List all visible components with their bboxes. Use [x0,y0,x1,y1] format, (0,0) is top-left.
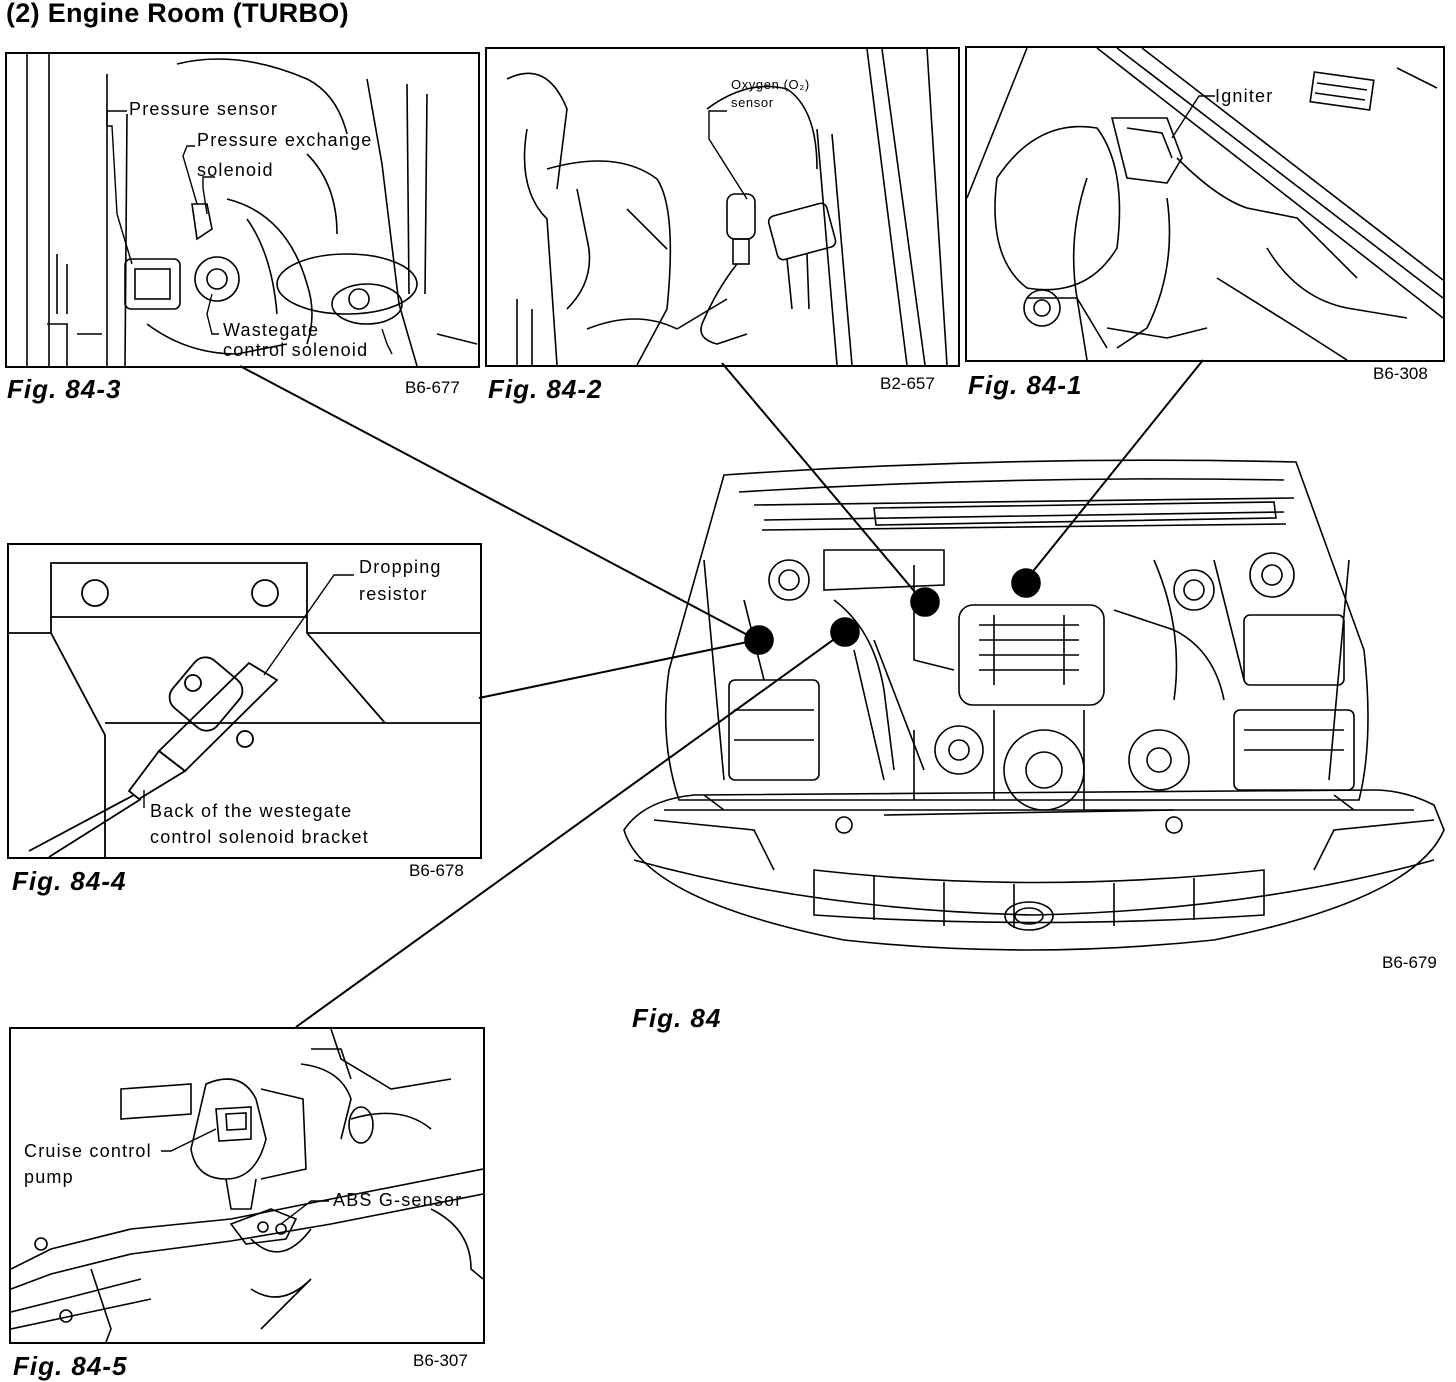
oxygen-sensor-label-line2: sensor [731,95,774,110]
abs-g-sensor-label: ABS G-sensor [333,1190,463,1210]
dropping-resistor-label-line1: Dropping [359,557,442,577]
front-body [623,789,1445,951]
page-title: (2) Engine Room (TURBO) [6,0,349,28]
location-dot-fig-84-4 [830,617,860,647]
dropping-resistor-label-line2: resistor [359,584,428,604]
oxygen-sensor-label-line1: Oxygen (O₂) [731,77,810,92]
cruise-pump-label-line2: pump [24,1167,74,1187]
fig-84-4-code: B6-678 [409,861,464,880]
fig-84-3-code: B6-677 [405,378,460,397]
fig-84-2-caption: Fig. 84-2 [488,374,603,404]
pressure-exchange-label-line2: solenoid [197,160,274,180]
fig-84-2-panel: Oxygen (O₂) sensor [485,47,960,367]
leader-fig-84-1 [1025,359,1204,581]
pressure-sensor-label: Pressure sensor [129,99,279,119]
fig-84-1-caption: Fig. 84-1 [968,370,1083,400]
fig-84-4-panel: Dropping resistor Back of the westegate … [7,543,482,859]
fig-84-3-caption: Fig. 84-3 [7,374,122,404]
back-bracket-label-line1: Back of the westegate [150,801,353,821]
fig-84-3-illustration [26,54,478,366]
fig-84-4-caption: Fig. 84-4 [12,866,127,896]
location-dot-fig-84-3 [744,625,774,655]
fig-84-2-illustration [506,49,948,365]
fig-84-2-code: B2-657 [880,374,935,393]
cruise-pump-label-line1: Cruise control [24,1141,152,1161]
leader-fig-84-5 [295,634,841,1028]
grille [813,869,1265,924]
fig-84-code: B6-679 [1382,953,1437,972]
fig-84-5-panel: Cruise control pump ABS G-sensor [9,1027,485,1344]
fig-84-1-code: B6-308 [1373,364,1428,383]
back-bracket-label-line2: control solenoid bracket [150,827,369,847]
fig-84-1-illustration [967,48,1443,360]
fig-84-3-panel: Pressure sensor Pressure exchange soleno… [5,52,480,368]
fig-84-5-code: B6-307 [413,1351,468,1370]
wastegate-label-line2: control solenoid [223,340,369,360]
fig-84-car-illustration [623,459,1445,951]
fig-84-5-caption: Fig. 84-5 [13,1351,128,1381]
emblem [1004,901,1054,931]
hood-outline [664,459,1369,801]
igniter-label: Igniter [1215,86,1274,106]
fig-84-caption: Fig. 84 [632,1003,722,1033]
fig-84-4-illustration [9,562,480,857]
location-dot-fig-84-1 [1011,568,1041,598]
leader-fig-84-3 [239,365,758,641]
wastegate-label-line1: Wastegate [223,320,320,340]
leader-fig-84-2 [721,362,921,599]
leader-fig-84-4 [478,639,758,699]
pressure-exchange-label-line1: Pressure exchange [197,130,373,150]
fig-84-1-panel: Igniter [965,46,1445,362]
